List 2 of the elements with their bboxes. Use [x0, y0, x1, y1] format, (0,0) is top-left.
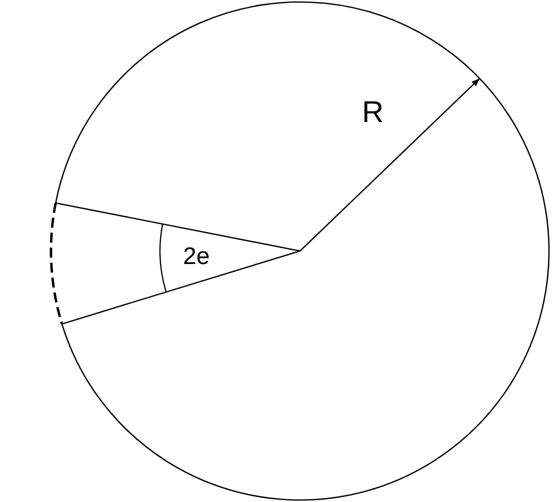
- radius-label: R: [362, 98, 384, 128]
- angle-label: 2e: [183, 245, 210, 269]
